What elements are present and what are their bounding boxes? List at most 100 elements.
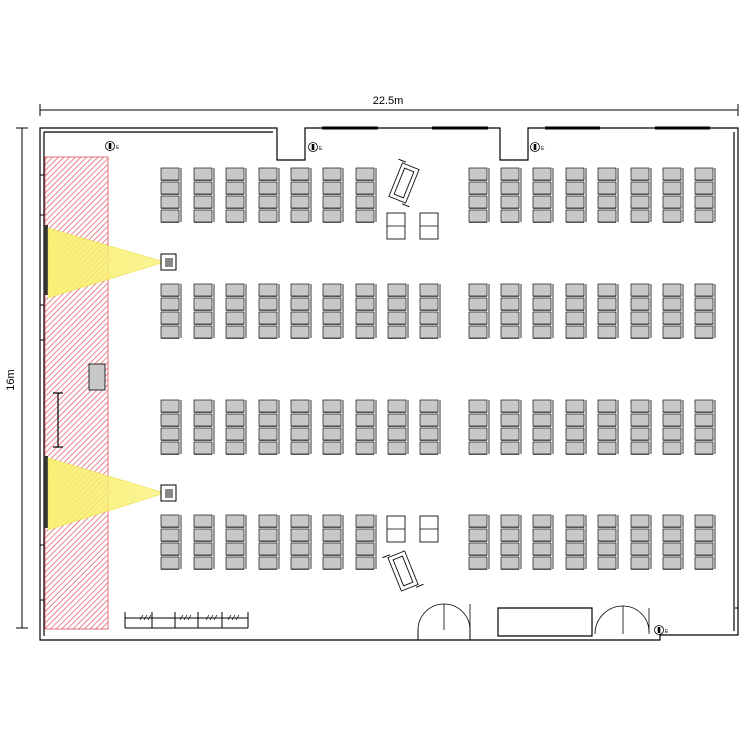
svg-text:E: E [319,146,323,152]
seat [662,167,682,181]
seat [290,399,310,413]
seat [630,167,650,181]
seat [387,311,407,325]
seat-stack [468,167,490,223]
seat-stack [355,167,377,223]
seat [419,325,439,339]
seat [597,181,617,195]
seat [322,195,342,209]
seat [630,542,650,556]
seat [565,413,585,427]
seat [694,181,714,195]
seat [387,283,407,297]
seat [597,209,617,223]
seat [468,311,488,325]
seat [225,297,245,311]
seat [322,311,342,325]
seat-stack [500,167,522,223]
seat [630,528,650,542]
seat [630,399,650,413]
door-icon[interactable] [417,603,471,640]
seat [160,542,180,556]
seat [419,311,439,325]
seat [468,441,488,455]
seat [160,209,180,223]
seat [468,528,488,542]
seat [322,209,342,223]
seat [662,556,682,570]
seat [694,413,714,427]
width-label: 22.5m [373,95,404,107]
seat [193,556,213,570]
seat [322,399,342,413]
seat [193,441,213,455]
seat [225,209,245,223]
seat [387,399,407,413]
seat [565,514,585,528]
seat-stack [322,399,344,455]
seat [355,283,375,297]
seat [630,283,650,297]
seat [500,528,520,542]
seat [290,195,310,209]
seat [597,528,617,542]
seat [290,514,310,528]
seat [290,413,310,427]
seat [500,542,520,556]
seat [290,528,310,542]
seat [565,399,585,413]
seat [322,514,342,528]
seat [565,297,585,311]
seat [322,441,342,455]
seat [500,297,520,311]
seat [500,181,520,195]
seat-stack [290,399,312,455]
seat-stack [193,283,215,339]
seat-stack [565,399,587,455]
seat [532,311,552,325]
seat [290,311,310,325]
seat [500,311,520,325]
seat [468,514,488,528]
seat [419,297,439,311]
seat [468,413,488,427]
seat [500,441,520,455]
seat [630,297,650,311]
seat [694,195,714,209]
seat [630,325,650,339]
seat-stack [468,514,490,570]
seat-stack [694,514,716,570]
seat [630,311,650,325]
seat [532,283,552,297]
seat [355,413,375,427]
seat [597,167,617,181]
seat [355,181,375,195]
seat [597,325,617,339]
width-dimension: 22.5m [39,95,739,116]
seat [468,195,488,209]
seat [694,528,714,542]
seat [565,283,585,297]
seat [532,399,552,413]
door-icon[interactable] [594,605,650,635]
seat [225,283,245,297]
seat [355,167,375,181]
seat [565,528,585,542]
seat [565,325,585,339]
seat [160,167,180,181]
seat [355,209,375,223]
seat-stack [468,399,490,455]
seat [630,413,650,427]
height-dimension: 16m [5,127,28,629]
seat-stack [160,399,182,455]
seat-stack [355,514,377,570]
seat [532,167,552,181]
seat-stack [290,514,312,570]
seat [694,399,714,413]
seat [322,167,342,181]
seat [290,181,310,195]
seat [662,195,682,209]
seat [322,325,342,339]
seat-stack [532,399,554,455]
projector-icon [160,484,177,502]
